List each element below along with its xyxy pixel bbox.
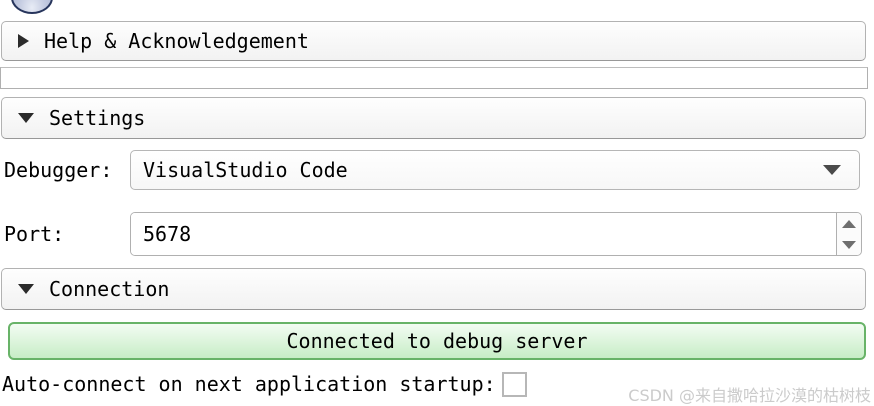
collapsed-arrow-icon [18, 34, 29, 48]
pane-header-connection-label: Connection [49, 277, 170, 301]
debugger-label: Debugger: [4, 158, 113, 182]
autoconnect-row: Auto-connect on next application startup… [2, 370, 527, 398]
autoconnect-label: Auto-connect on next application startup… [2, 372, 496, 396]
help-pane-empty-content [0, 67, 868, 89]
port-input[interactable] [131, 213, 836, 255]
logo-circle-icon [11, 0, 53, 14]
port-spinbox [130, 212, 862, 256]
watermark: CSDN @来自撒哈拉沙漠的枯树枝 [628, 386, 871, 405]
connection-status-button[interactable]: Connected to debug server [8, 322, 866, 360]
autoconnect-checkbox[interactable] [501, 371, 527, 397]
dropdown-arrow-icon [823, 165, 841, 175]
expanded-arrow-icon [18, 284, 34, 294]
debugger-combobox[interactable]: VisualStudio Code [130, 150, 860, 190]
port-label: Port: [4, 222, 65, 246]
pane-header-help[interactable]: Help & Acknowledgement [1, 21, 866, 61]
pane-header-settings[interactable]: Settings [1, 97, 866, 139]
spin-down-button[interactable] [837, 234, 861, 255]
spin-up-button[interactable] [837, 213, 861, 234]
spin-up-icon [842, 219, 856, 228]
pane-header-settings-label: Settings [49, 106, 146, 130]
debugger-combobox-value: VisualStudio Code [143, 158, 348, 182]
spin-down-icon [842, 240, 856, 249]
port-spin-buttons [836, 213, 861, 255]
pane-header-connection[interactable]: Connection [1, 268, 866, 310]
pane-header-help-label: Help & Acknowledgement [44, 29, 309, 53]
expanded-arrow-icon [18, 113, 34, 123]
